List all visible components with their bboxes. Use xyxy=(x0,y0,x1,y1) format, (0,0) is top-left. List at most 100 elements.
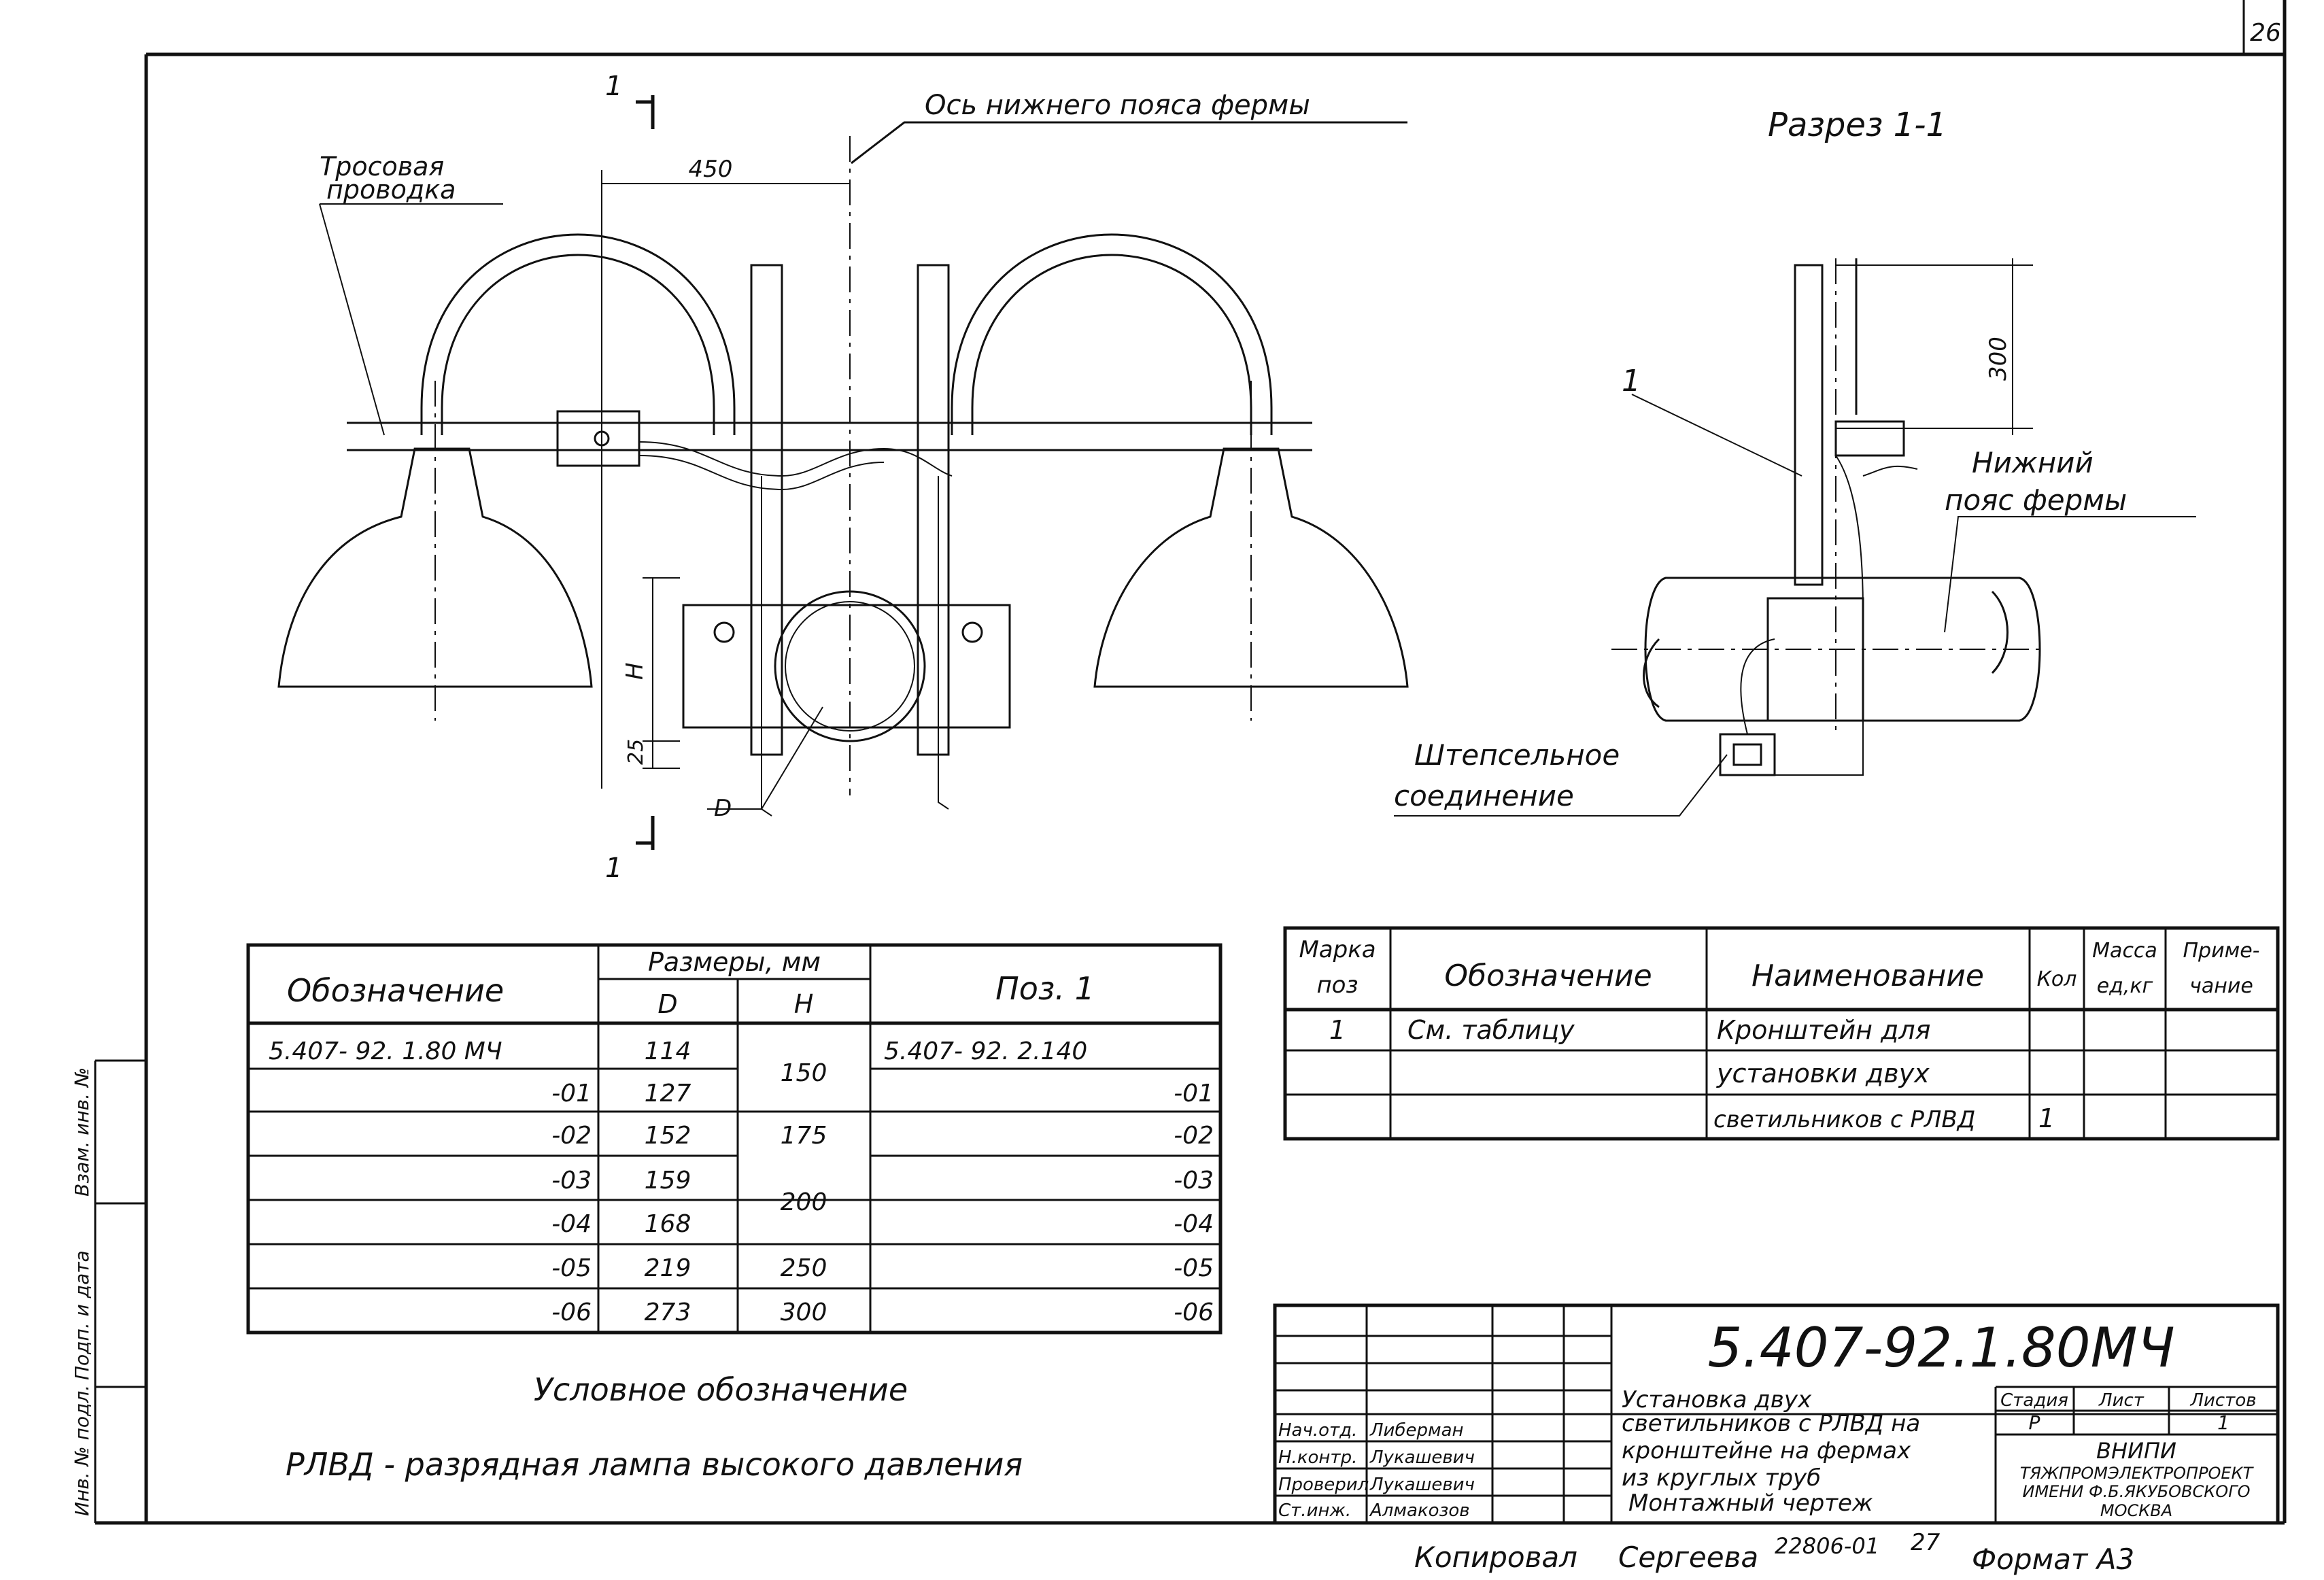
size-row-pos: 5.407- 92. 2.140 xyxy=(884,1037,1087,1065)
doc-number: 5.407-92.1.80МЧ xyxy=(1707,1316,2174,1379)
staff-name: Либерман xyxy=(1369,1420,1464,1441)
size-table-head-H: H xyxy=(794,989,814,1019)
spec-row-qty: 1 xyxy=(2038,1103,2055,1133)
spec-head-designation: Обозначение xyxy=(1444,959,1652,993)
clamp-plate xyxy=(682,604,1011,729)
doc-title-3: кронштейне на фермах xyxy=(1622,1437,1911,1464)
legend-text: РЛВД - разрядная лампа высокого давления xyxy=(286,1446,1023,1483)
org-line-4: МОСКВА xyxy=(2100,1501,2172,1520)
truss-pipe xyxy=(774,590,926,742)
cable-label-line1: Тросовая xyxy=(320,152,444,182)
truss-axis-label: Ось нижнего пояса фермы xyxy=(925,90,1310,121)
size-row-H: 200 xyxy=(781,1188,827,1216)
staff-name: Алмакозов xyxy=(1369,1500,1470,1521)
size-table-head-pos: Поз. 1 xyxy=(995,970,1095,1007)
section-pipe xyxy=(1644,577,2041,722)
section-mark-top: 1 xyxy=(605,71,622,102)
footer-copied: Копировал xyxy=(1414,1541,1577,1574)
staff-role: Проверил xyxy=(1278,1475,1369,1495)
doc-title-1: Установка двух xyxy=(1622,1386,1812,1413)
section-callout-1: 1 xyxy=(1622,364,1641,398)
spec-head-mass-2: ед,кг xyxy=(2097,974,2153,998)
side-stamp-label-sign: Подп. и дата xyxy=(71,1250,93,1380)
size-table-head-designation: Обозначение xyxy=(287,972,504,1009)
dim-25: 25 xyxy=(624,739,648,765)
dim-D: D xyxy=(714,795,732,822)
size-row-H: 250 xyxy=(781,1254,827,1282)
staff-role: Ст.инж. xyxy=(1278,1500,1351,1521)
staff-role: Н.контр. xyxy=(1278,1447,1357,1468)
size-row-pos: -02 xyxy=(1174,1122,1214,1150)
size-row-designation: 5.407- 92. 1.80 МЧ xyxy=(269,1037,502,1065)
side-stamp-label-inv: Инв. № подл. xyxy=(71,1385,93,1516)
spec-head-qty: Кол xyxy=(2037,967,2077,991)
chord-label-line2: пояс фермы xyxy=(1945,483,2127,517)
size-row-H: 150 xyxy=(781,1059,827,1087)
spec-row-name-1: Кронштейн для xyxy=(1717,1015,1931,1045)
stage-value: Р xyxy=(2029,1411,2040,1434)
chord-label-line1: Нижний xyxy=(1972,446,2094,479)
size-row-D: 273 xyxy=(645,1299,691,1326)
side-stamp xyxy=(94,1059,146,1523)
size-row-designation: -03 xyxy=(551,1167,592,1195)
sheet-label: Лист xyxy=(2098,1390,2144,1411)
main-view xyxy=(277,95,1409,850)
size-row-designation: -06 xyxy=(551,1299,592,1326)
staff-role: Нач.отд. xyxy=(1278,1420,1357,1441)
size-row-D: 127 xyxy=(645,1080,691,1107)
right-lamp-shade xyxy=(1093,447,1409,688)
size-table-head-D: D xyxy=(657,989,677,1019)
size-row-D: 114 xyxy=(645,1037,691,1065)
size-row-D: 159 xyxy=(645,1167,691,1195)
size-row-designation: -02 xyxy=(551,1122,592,1150)
spec-head-mark-2: поз xyxy=(1316,972,1358,999)
spec-head-name: Наименование xyxy=(1751,959,1984,993)
plug-label-line2: соединение xyxy=(1394,779,1574,812)
title-block xyxy=(1273,1303,2280,1525)
truss-axis-leader xyxy=(851,121,1407,165)
org-line-2: ТЯЖПРОМЭЛЕКТРОПРОЕКТ xyxy=(2020,1464,2255,1483)
section-title: Разрез 1-1 xyxy=(1768,106,1947,144)
spec-head-note-1: Приме- xyxy=(2183,939,2259,963)
size-row-H: 175 xyxy=(781,1122,827,1150)
size-row-designation: -04 xyxy=(551,1210,592,1238)
size-row-D: 219 xyxy=(645,1254,691,1282)
cable-label-line2: проводка xyxy=(326,175,456,205)
section-view xyxy=(1394,258,2196,817)
size-row-D: 168 xyxy=(645,1210,691,1238)
dim-H: H xyxy=(621,662,649,680)
footer-copier: Сергеева xyxy=(1618,1541,1758,1574)
size-row-pos: -05 xyxy=(1174,1254,1214,1282)
staff-name: Лукашевич xyxy=(1369,1475,1475,1495)
footer-page: 27 xyxy=(1911,1529,1941,1556)
spec-head-mark-1: Марка xyxy=(1299,936,1375,963)
spec-row-designation: См. таблицу xyxy=(1407,1015,1575,1045)
dim-450: 450 xyxy=(689,156,733,183)
size-table xyxy=(246,943,1223,1335)
drawing-frame xyxy=(95,0,2287,1525)
org-line-3: ИМЕНИ Ф.Б.ЯКУБОВСКОГО xyxy=(2023,1482,2251,1501)
bracket-left xyxy=(750,264,783,756)
spec-table xyxy=(1283,926,2280,1141)
size-row-pos: -06 xyxy=(1174,1299,1214,1326)
footer-number: 22806-01 xyxy=(1775,1533,1879,1559)
spec-row-name-2: установки двух xyxy=(1716,1059,1930,1088)
right-lamp-arc xyxy=(951,233,1273,435)
size-row-pos: -01 xyxy=(1174,1080,1214,1107)
org-line-1: ВНИПИ xyxy=(2096,1438,2176,1464)
spec-head-mass-1: Масса xyxy=(2092,939,2157,963)
plug-label-line1: Штепсельное xyxy=(1414,738,1620,772)
size-row-pos: -04 xyxy=(1174,1210,1214,1238)
spec-row-name-3: светильников с РЛВД xyxy=(1713,1106,1975,1133)
size-row-designation: -01 xyxy=(551,1080,592,1107)
section-bracket xyxy=(1794,264,1824,586)
spec-head-note-2: чание xyxy=(2189,974,2253,998)
footer-format: Формат А3 xyxy=(1972,1543,2134,1576)
size-row-pos: -03 xyxy=(1174,1167,1214,1195)
legend-title: Условное обозначение xyxy=(534,1371,908,1408)
bracket-right xyxy=(917,264,950,756)
left-lamp-shade xyxy=(277,447,593,688)
spec-row-mark: 1 xyxy=(1329,1015,1346,1045)
left-lamp-arc xyxy=(420,233,736,435)
